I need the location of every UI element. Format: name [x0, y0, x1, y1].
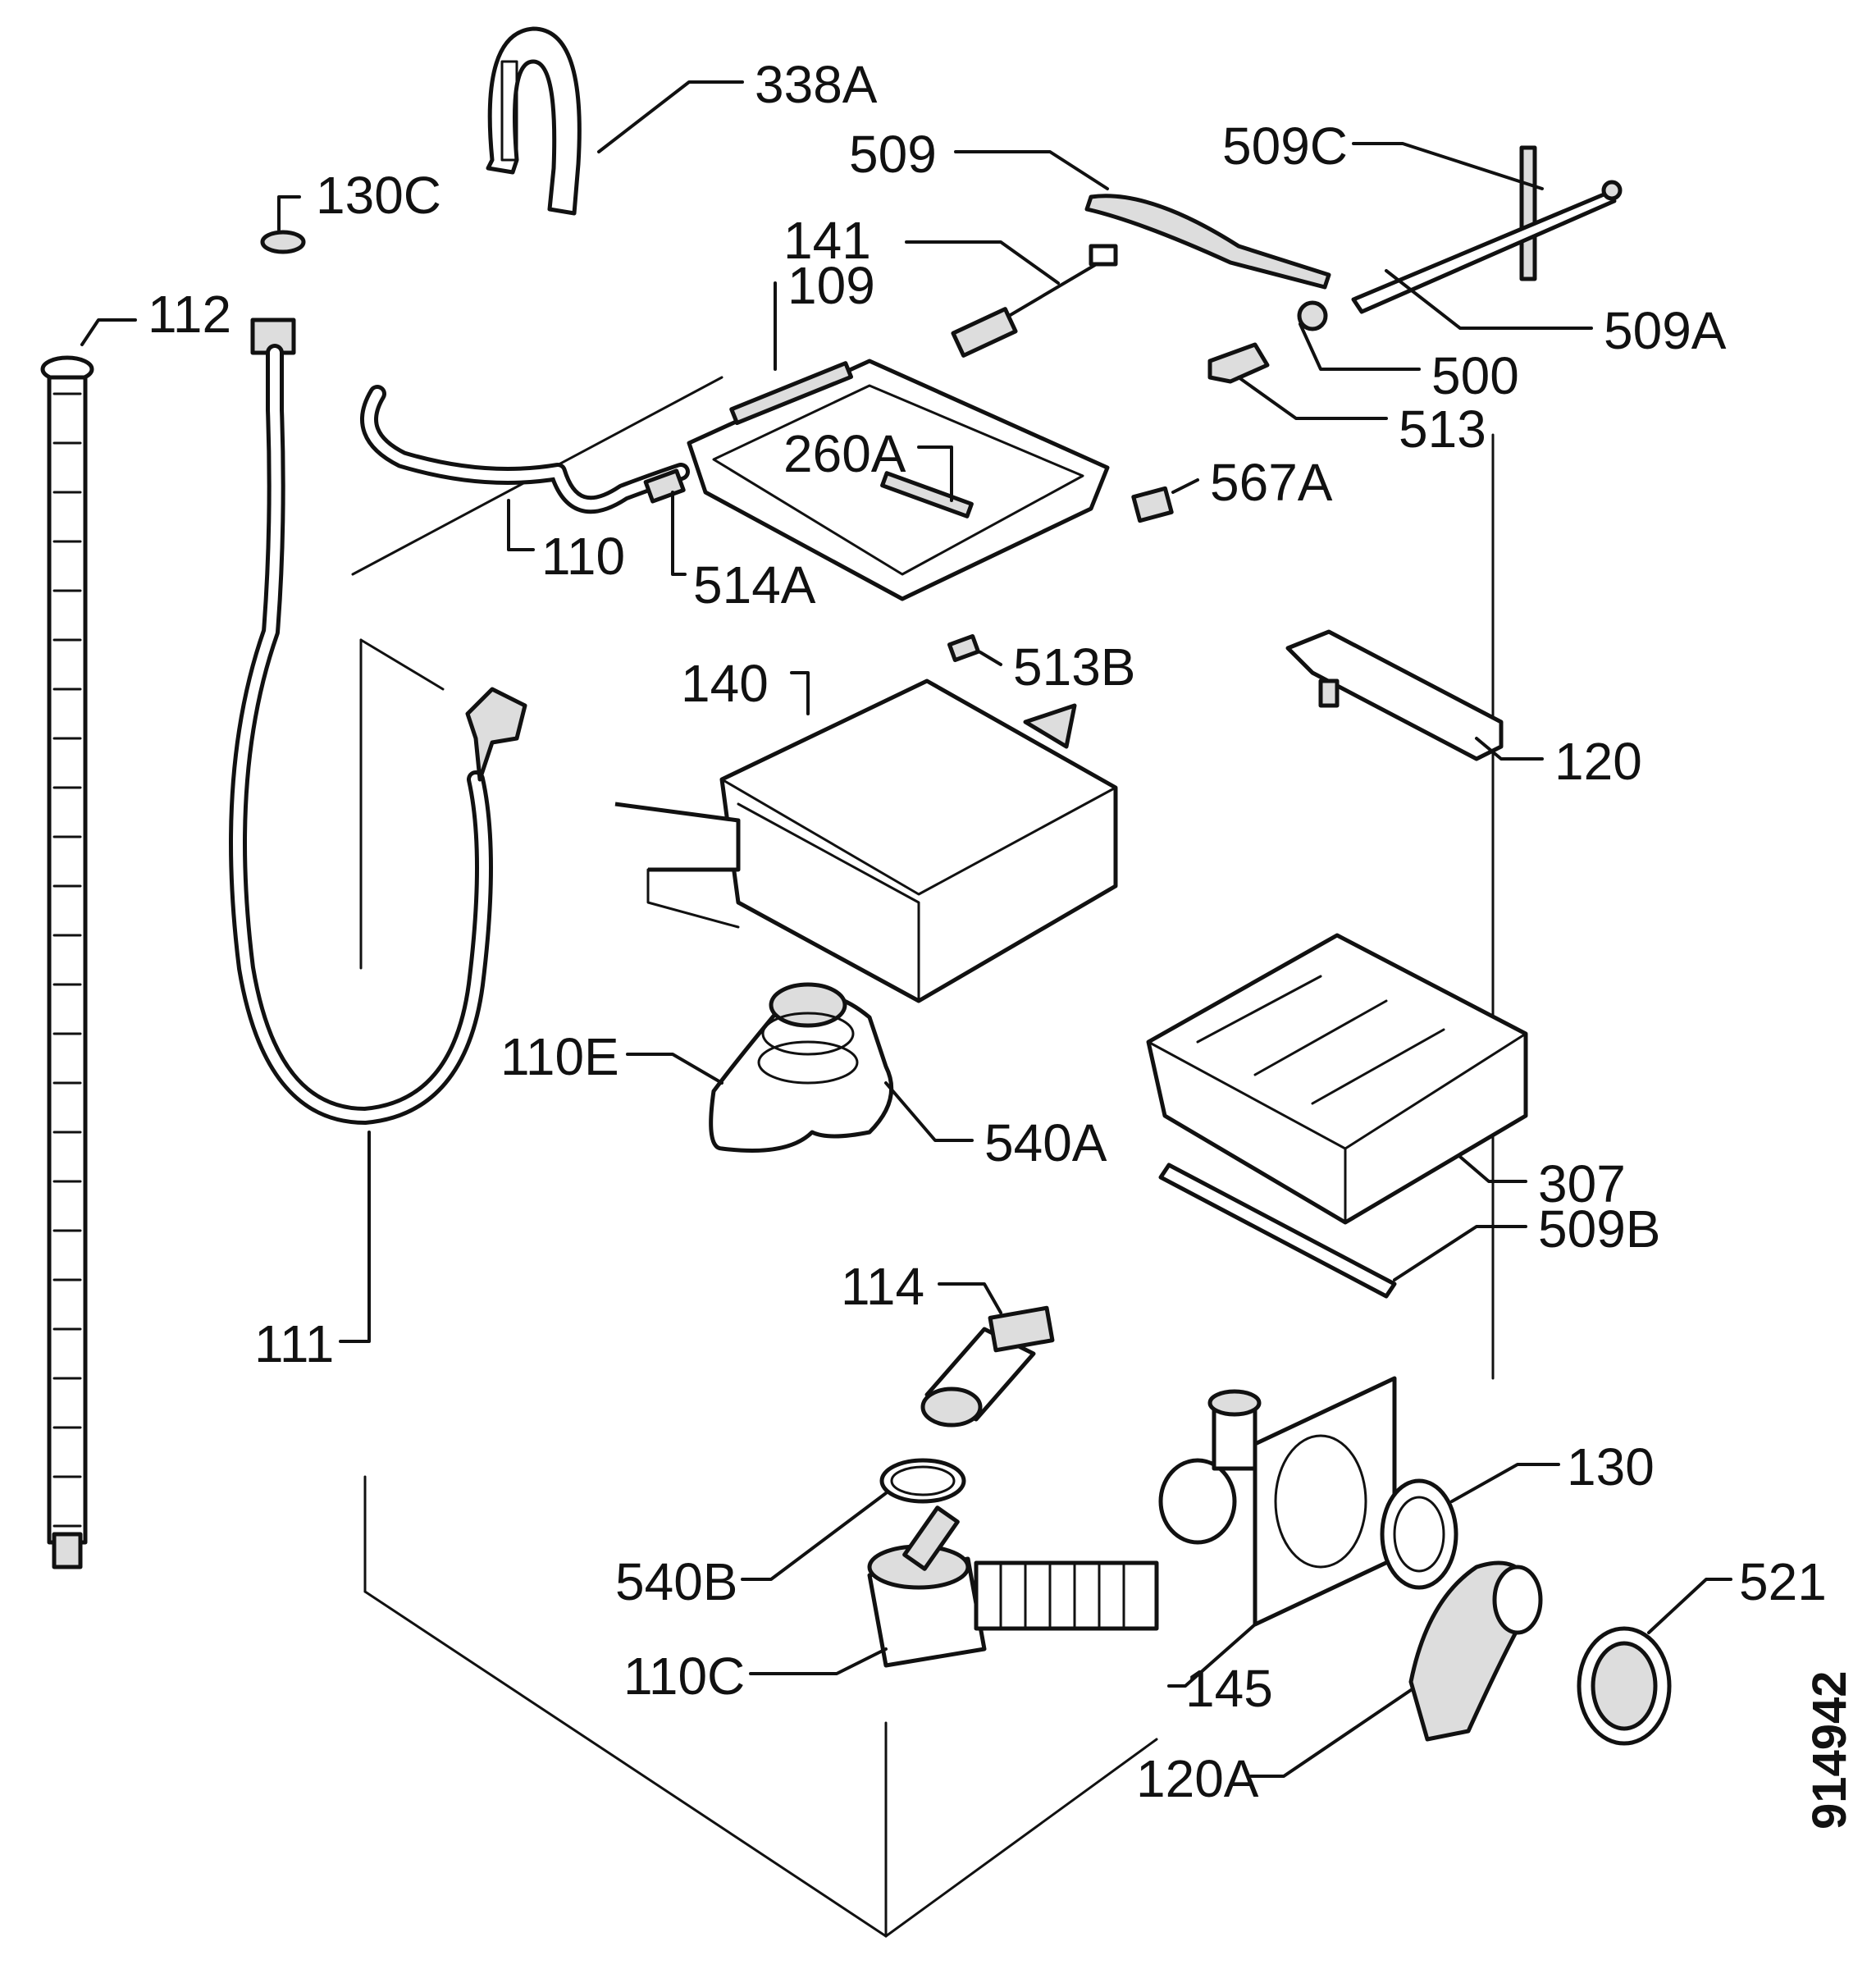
part-110C-sump-hose — [867, 1505, 1159, 1668]
label-130: 130 — [1567, 1437, 1655, 1496]
part-567A-clip — [1131, 486, 1174, 523]
label-540B: 540B — [615, 1552, 737, 1611]
part-509A-rod — [1351, 180, 1623, 314]
part-110E-bellows — [709, 982, 894, 1153]
label-514A: 514A — [693, 555, 816, 614]
part-145-drain-pump — [1158, 1376, 1397, 1627]
label-500: 500 — [1431, 346, 1519, 405]
part-111-inlet-hose — [229, 318, 527, 1125]
label-145: 145 — [1185, 1659, 1273, 1718]
part-500-knob — [1297, 300, 1328, 331]
label-509C: 509C — [1222, 116, 1348, 176]
part-509-lever — [1084, 194, 1331, 290]
label-111: 111 — [254, 1314, 334, 1373]
label-110E: 110E — [500, 1027, 619, 1086]
label-509B: 509B — [1538, 1199, 1660, 1259]
label-521: 521 — [1739, 1552, 1827, 1611]
part-141-cable — [951, 244, 1118, 358]
part-130C-ring — [260, 230, 306, 254]
part-260A-bracket — [880, 471, 974, 519]
label-109: 109 — [787, 256, 875, 315]
part-130-seal-ring — [1380, 1478, 1458, 1590]
label-141: 141 — [783, 211, 871, 270]
label-110: 110 — [541, 527, 625, 586]
part-338A-u-hose — [486, 26, 582, 216]
part-labels: 338A 130C 509 509C 141 109 112 509A 500 … — [148, 55, 1856, 1830]
label-513B: 513B — [1013, 637, 1135, 697]
label-260A: 260A — [783, 424, 906, 483]
label-114: 114 — [841, 1257, 924, 1316]
part-540B-clamp — [879, 1458, 966, 1504]
label-120A: 120A — [1136, 1749, 1259, 1808]
label-130C: 130C — [316, 166, 441, 225]
part-110-hose — [360, 385, 690, 514]
part-509B-rod — [1158, 1163, 1397, 1299]
label-120: 120 — [1554, 732, 1642, 791]
part-307-detergent-drawer — [1146, 933, 1528, 1225]
part-120-drawer-handle — [1285, 629, 1504, 761]
label-110C: 110C — [623, 1647, 745, 1706]
part-114-pressure-switch — [920, 1305, 1055, 1428]
part-509C-rod — [1519, 145, 1537, 281]
label-338A: 338A — [755, 55, 878, 114]
cabinet-outline — [351, 376, 1495, 1938]
label-140: 140 — [681, 654, 769, 713]
part-112-drain-hose — [40, 355, 94, 1569]
label-540A: 540A — [984, 1113, 1107, 1172]
label-509: 509 — [849, 125, 937, 184]
label-513: 513 — [1399, 400, 1486, 459]
part-513B-clip — [947, 633, 981, 663]
label-307: 307 — [1538, 1154, 1626, 1213]
leader-lines — [80, 80, 1732, 1778]
part-513-bracket — [1207, 342, 1270, 384]
drawing-number: 914942 — [1803, 1670, 1856, 1830]
part-120A-filter — [1408, 1560, 1543, 1742]
label-112: 112 — [148, 285, 231, 344]
part-521-filter-cap — [1577, 1626, 1672, 1746]
part-514A-connector — [643, 468, 686, 504]
part-140-dispenser-housing — [614, 678, 1118, 1003]
label-567A: 567A — [1210, 453, 1333, 512]
label-509A: 509A — [1604, 301, 1727, 360]
